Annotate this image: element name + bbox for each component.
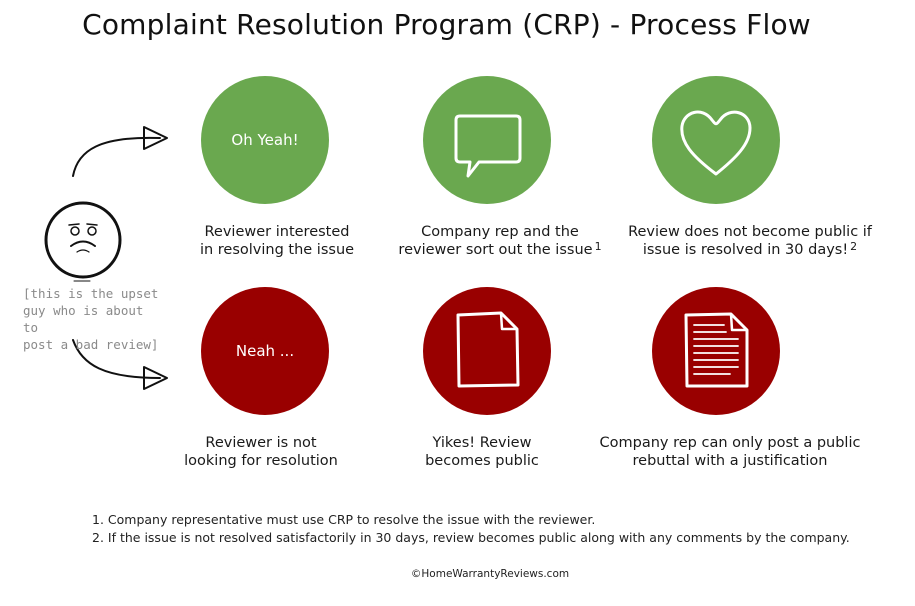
oh-yeah-label: Oh Yeah! [231, 131, 299, 149]
arrow-down-icon [72, 339, 168, 390]
oh-yeah-circle: Oh Yeah! [201, 76, 329, 204]
caption-not-public: Review does not become public if issue i… [628, 224, 872, 258]
footnote-1: 1. Company representative must use CRP t… [92, 512, 596, 527]
page-title: Complaint Resolution Program (CRP) - Pro… [82, 8, 811, 41]
footnote-ref-1: 1 [594, 240, 602, 253]
footnotes: 1. Company representative must use CRP t… [92, 511, 892, 547]
private-review-circle [652, 76, 780, 204]
caption-interested: Reviewer interested in resolving the iss… [199, 224, 355, 258]
caption-rebuttal: Company rep can only post a public rebut… [599, 435, 861, 469]
caption-not-looking: Reviewer is not looking for resolution [184, 435, 338, 469]
footnote-2: 2. If the issue is not resolved satisfac… [92, 530, 850, 545]
heart-icon [680, 110, 752, 176]
rebuttal-circle [652, 287, 780, 415]
resolve-circle [423, 76, 551, 204]
blank-document-icon [456, 311, 520, 388]
speech-bubble-icon [454, 114, 522, 178]
footnote-ref-2: 2 [850, 240, 858, 253]
copyright-credit: ©HomeWarrantyReviews.com [410, 568, 570, 580]
caption-sort-out: Company rep and the reviewer sort out th… [398, 224, 602, 258]
public-review-circle [423, 287, 551, 415]
upset-guy-note: [this is the upset guy who is about to p… [23, 286, 159, 352]
neah-circle: Neah ... [201, 287, 329, 415]
arrow-up-icon [72, 126, 168, 177]
text-document-icon [684, 312, 749, 388]
upset-face-icon [44, 201, 122, 282]
neah-label: Neah ... [235, 342, 295, 360]
caption-yikes: Yikes! Review becomes public [425, 435, 539, 469]
